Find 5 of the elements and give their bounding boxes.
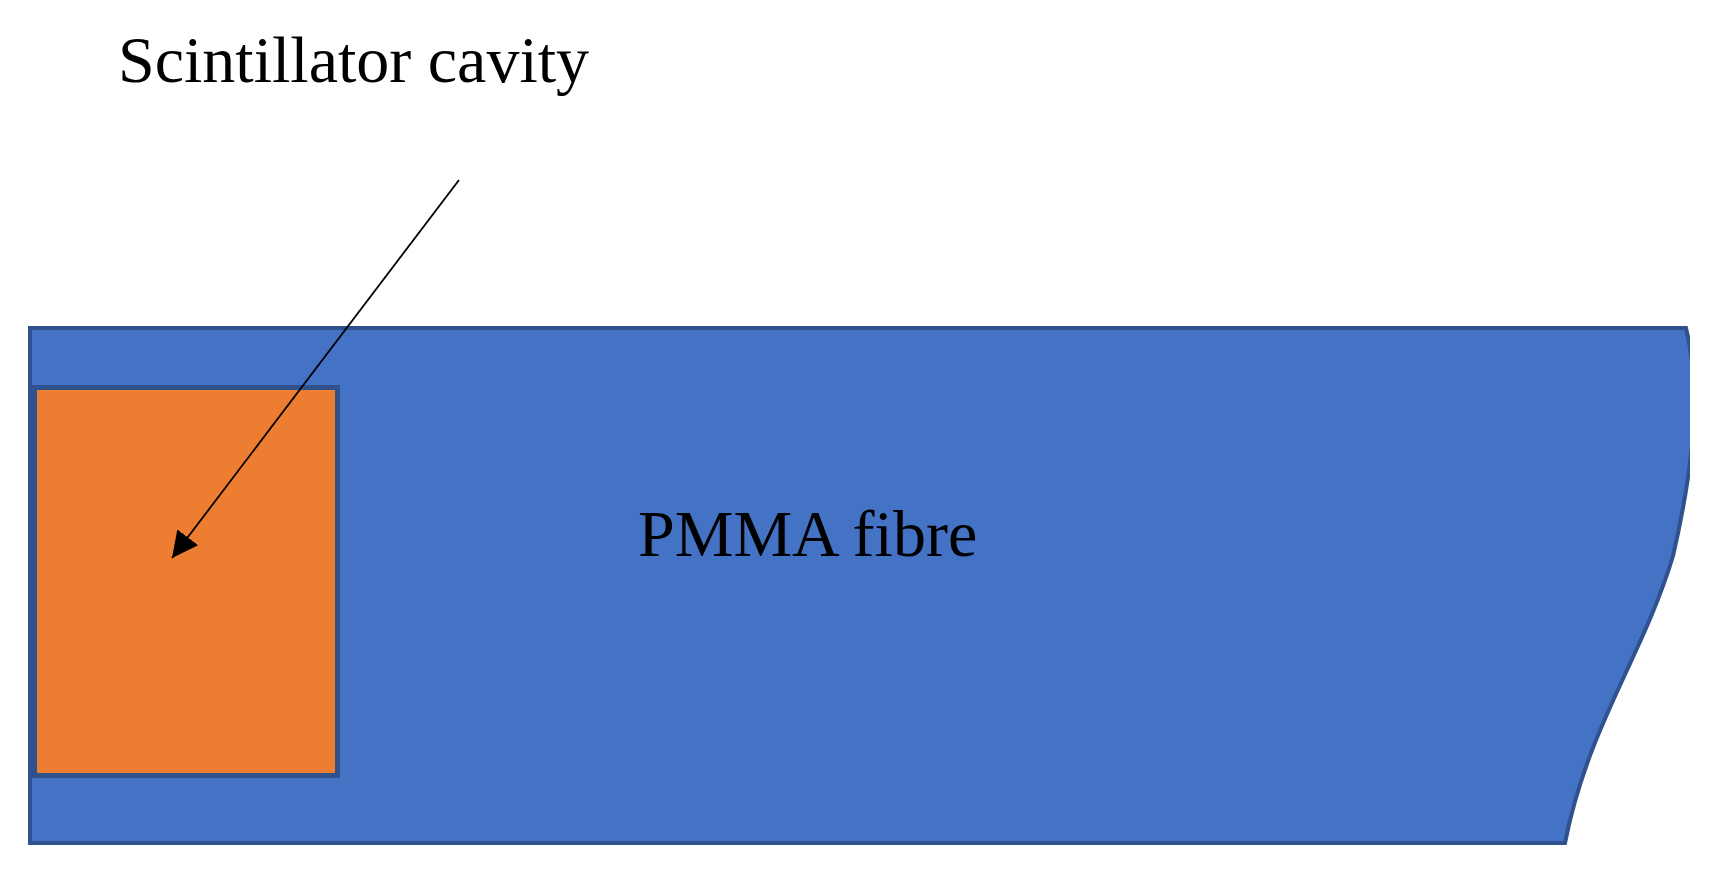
fibre-drawing (28, 326, 1690, 846)
fibre-label: PMMA fibre (638, 496, 978, 572)
callout-label: Scintillator cavity (118, 22, 738, 110)
leader-arrow (171, 179, 460, 559)
cavity-block (32, 385, 340, 778)
